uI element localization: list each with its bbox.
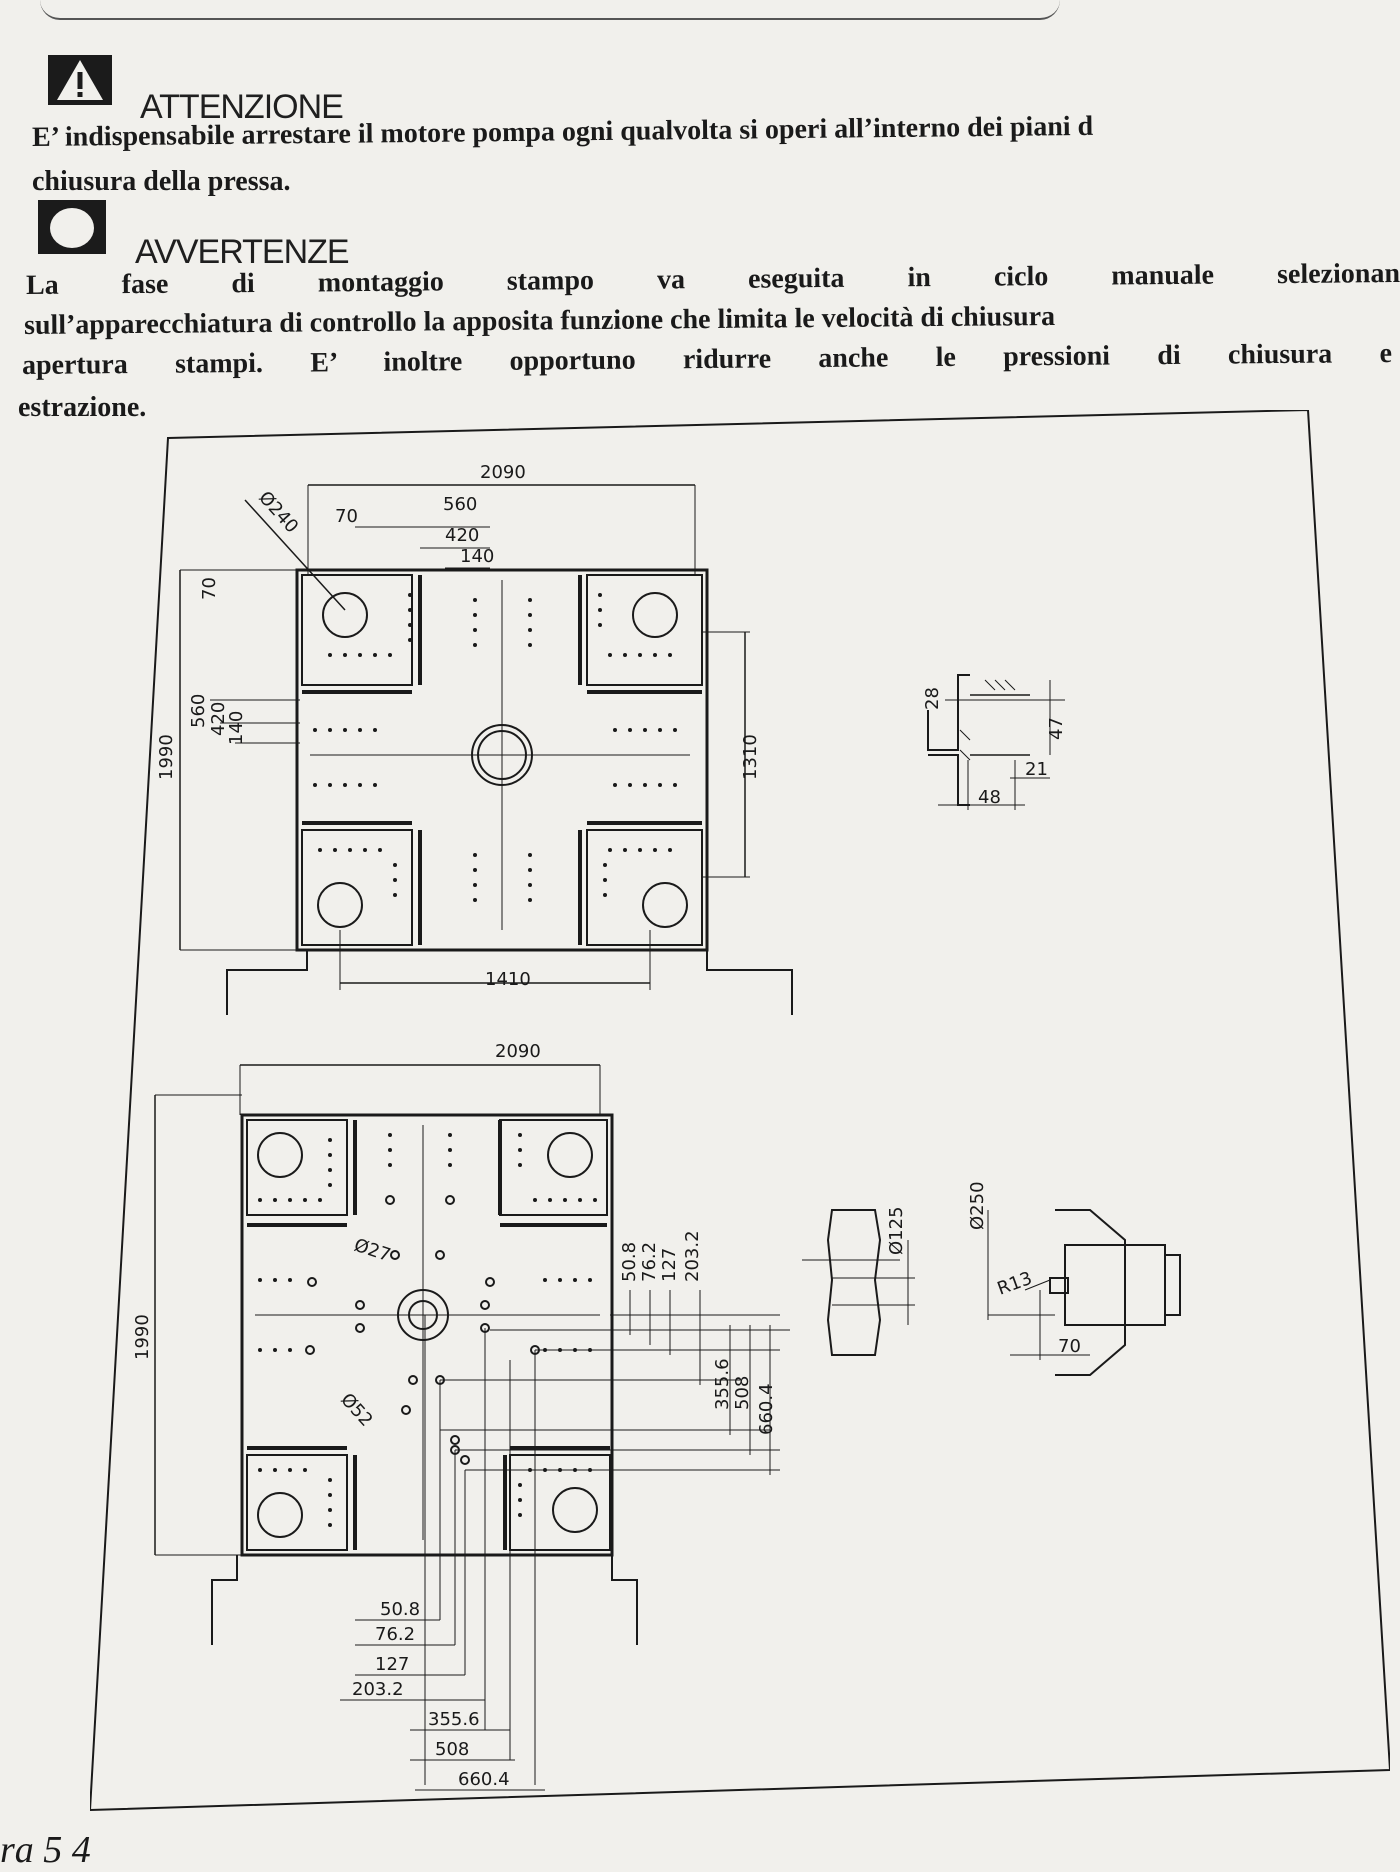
top-dim-70-vertical: 70 bbox=[199, 577, 220, 600]
drawing-frame bbox=[88, 408, 1392, 1812]
top-dim-1410: 1410 bbox=[485, 969, 531, 990]
top-dim-560-vertical: 560 bbox=[188, 694, 209, 728]
h-dim-203-2: 203.2 bbox=[352, 1679, 404, 1700]
ring-diameter-125: Ø125 bbox=[886, 1206, 907, 1255]
v-dim-355-6: 355.6 bbox=[712, 1358, 733, 1410]
slot-dim-21: 21 bbox=[1025, 759, 1048, 780]
warning-heading: AVVERTENZE bbox=[135, 233, 350, 271]
slot-dim-48: 48 bbox=[978, 787, 1001, 808]
h-dim-76-2: 76.2 bbox=[375, 1624, 415, 1645]
top-dim-70: 70 bbox=[335, 506, 358, 527]
slot-dim-47: 47 bbox=[1046, 717, 1067, 740]
warning-line-3: apertura stampi. E’ inoltre opportuno ri… bbox=[21, 338, 1393, 381]
h-dim-50-8: 50.8 bbox=[380, 1599, 420, 1620]
nozzle-detail: Ø250 R13 70 bbox=[967, 1181, 1181, 1376]
locating-ring-detail: Ø125 bbox=[802, 1206, 915, 1356]
h-dim-508: 508 bbox=[435, 1739, 469, 1760]
top-dim-140-vertical: 140 bbox=[226, 711, 247, 745]
warning-line-2: sull’apparecchiatura di controllo la app… bbox=[23, 301, 1056, 341]
bottom-platen-view: 2090 1990 Ø27 Ø52 50.8 76.2 127 203.2 35… bbox=[132, 1041, 790, 1791]
v-dim-508: 508 bbox=[732, 1376, 753, 1410]
top-width-dim: 2090 bbox=[480, 462, 526, 483]
top-dim-1310: 1310 bbox=[740, 734, 761, 780]
nozzle-radius-r13: R13 bbox=[995, 1268, 1035, 1300]
t-slot-detail: 28 47 21 48 bbox=[922, 674, 1067, 810]
v-dim-50-8: 50.8 bbox=[619, 1242, 640, 1282]
top-diameter-dim: Ø240 bbox=[254, 487, 302, 537]
warning-circle-icon bbox=[38, 200, 106, 254]
nozzle-diameter-250: Ø250 bbox=[967, 1181, 988, 1230]
hole-diameter-27: Ø27 bbox=[351, 1235, 393, 1266]
bottom-height-dim: 1990 bbox=[132, 1314, 153, 1360]
top-dim-560: 560 bbox=[443, 494, 477, 515]
slot-dim-28: 28 bbox=[922, 687, 943, 710]
top-height-dim: 1990 bbox=[156, 734, 177, 780]
top-dim-140: 140 bbox=[460, 546, 494, 567]
top-dim-420: 420 bbox=[445, 525, 479, 546]
top-platen-view: 2090 70 560 420 140 Ø240 1990 70 560 420… bbox=[156, 462, 793, 1015]
warning-triangle-icon bbox=[48, 55, 112, 105]
v-dim-203-2: 203.2 bbox=[682, 1230, 703, 1282]
hole-diameter-52: Ø52 bbox=[336, 1389, 376, 1431]
top-rule bbox=[40, 0, 1060, 20]
v-dim-660-4: 660.4 bbox=[756, 1383, 777, 1435]
attention-heading: ATTENZIONE bbox=[140, 88, 344, 126]
bottom-width-dim: 2090 bbox=[495, 1041, 541, 1062]
attention-line-2: chiusura della pressa. bbox=[32, 166, 291, 197]
page-number: ra 5 4 bbox=[0, 1829, 91, 1871]
h-dim-660-4: 660.4 bbox=[458, 1769, 510, 1790]
v-dim-127: 127 bbox=[659, 1248, 680, 1282]
h-dim-127: 127 bbox=[375, 1654, 409, 1675]
h-dim-355-6: 355.6 bbox=[428, 1709, 480, 1730]
technical-drawing: 2090 70 560 420 140 Ø240 1990 70 560 420… bbox=[88, 408, 1392, 1830]
warning-line-4: estrazione. bbox=[18, 392, 147, 423]
top-dim-420-vertical: 420 bbox=[208, 702, 229, 736]
nozzle-dim-70: 70 bbox=[1058, 1336, 1081, 1357]
v-dim-76-2: 76.2 bbox=[639, 1242, 660, 1282]
